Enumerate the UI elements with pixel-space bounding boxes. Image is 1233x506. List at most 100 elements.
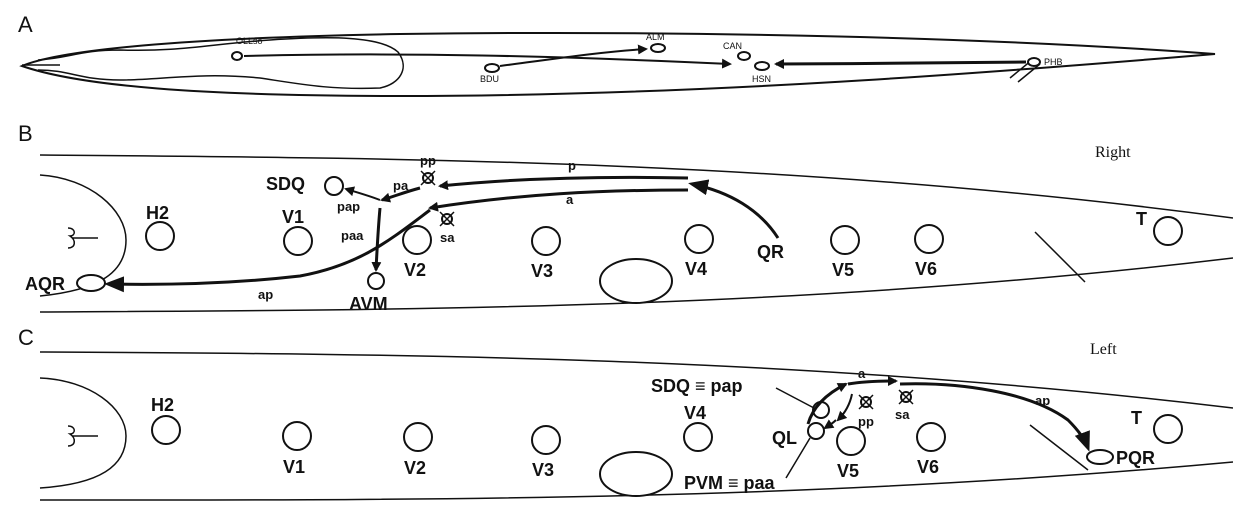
tail-cut-mark [1035,232,1085,282]
label-v5: V5 [837,461,859,481]
label-bdu: BDU [480,74,499,84]
label-h2: H2 [146,203,169,223]
label-can: CAN [723,41,742,51]
panel-a-letter: A [18,12,33,37]
nerve-ring-glyph [68,426,98,446]
label-hsn: HSN [752,74,771,84]
label-v4: V4 [685,259,707,279]
label-v5: V5 [832,260,854,280]
cell-avm [368,273,384,289]
cell-v5 [837,427,865,455]
label-v2: V2 [404,260,426,280]
lineage-label-p: p [568,158,576,173]
migration-path-pa [825,420,836,428]
label-avm: AVM [349,294,388,314]
cell-death-pp [421,171,435,185]
label-v4: V4 [684,403,706,423]
label-v6: V6 [915,259,937,279]
leader-line-sdq [776,388,814,408]
label-alm: ALM [646,32,665,42]
label-v1: V1 [282,207,304,227]
cell-pqr [1087,450,1113,464]
label-t: T [1136,209,1147,229]
lineage-label-a: a [858,366,866,381]
label-ql: QL [772,428,797,448]
body-top-outline [40,155,1233,218]
label-t: T [1131,408,1142,428]
label-v2: V2 [404,458,426,478]
cell-aqr [77,275,105,291]
label-v6: V6 [917,457,939,477]
migration-path-a [430,190,688,208]
label-aqr: AQR [25,274,65,294]
label-pqr: PQR [1116,448,1155,468]
cell-v2 [403,226,431,254]
lineage-label-sa: sa [440,230,455,245]
cell-v2 [404,423,432,451]
nerve-ring-glyph [68,228,98,248]
lineage-label-sa: sa [895,407,910,422]
lineage-label-ap: ap [1035,393,1050,408]
cell-v1 [283,422,311,450]
cell-v6 [917,423,945,451]
cell-v3 [532,426,560,454]
lineage-label-a: a [566,192,574,207]
lineage-label-ap: ap [258,287,273,302]
label-qr: QR [757,242,784,262]
cell-t [1154,415,1182,443]
gonad-primordium [600,452,672,496]
label-v1: V1 [283,457,305,477]
cell-hsn [755,62,769,70]
label-h2: H2 [151,395,174,415]
lineage-label-pp: pp [420,153,436,168]
cell-death-sa [899,390,913,404]
cell-can [738,52,750,60]
cell-pvm [808,423,824,439]
label-oll: OLLso [236,36,263,46]
gonad-primordium [600,259,672,303]
cell-death-pp [859,395,873,409]
cell-v1 [284,227,312,255]
cell-v5 [831,226,859,254]
cell-h2 [146,222,174,250]
lineage-label-pa: pa [393,178,409,193]
cell-oll [232,52,242,60]
side-label-left: Left [1090,341,1117,358]
migration-path-phb-to-hsn [776,62,1026,64]
panel-b-letter: B [18,121,33,146]
head-arc [40,378,126,488]
migration-path-pp [838,394,852,420]
migration-path-oll-to-can [244,54,730,64]
panel-c: C Left H2 V1 V2 V3 V4 V5 V6 T SDQ ≡ pap [18,325,1233,500]
migration-path-p [440,177,688,186]
label-phb: PHB [1044,57,1063,67]
cell-v6 [915,225,943,253]
lineage-label-pp: pp [858,414,874,429]
lineage-label-paa: paa [341,228,364,243]
tail-cut-mark [1018,64,1040,82]
cell-v3 [532,227,560,255]
panel-b: B Right H2 V1 V2 V3 V4 V5 V6 T SDQ [18,121,1233,314]
label-pvm: PVM ≡ paa [684,473,776,493]
panel-c-letter: C [18,325,34,350]
panel-a: A OLLso ALM CAN BDU HSN PHB [18,12,1215,96]
body-top-outline [40,352,1233,408]
cell-v4 [684,423,712,451]
cell-bdu [485,64,499,72]
label-sdq: SDQ [266,174,305,194]
cell-v4 [685,225,713,253]
cell-h2 [152,416,180,444]
cell-alm [651,44,665,52]
label-sdq: SDQ ≡ pap [651,376,743,396]
label-v3: V3 [532,460,554,480]
lineage-label-pap: pap [337,199,360,214]
migration-path-a [848,381,896,384]
side-label-right: Right [1095,144,1131,161]
label-v3: V3 [531,261,553,281]
cell-sdq [325,177,343,195]
cell-t [1154,217,1182,245]
migration-path-paa [376,208,380,270]
cell-death-sa [440,212,454,226]
cell-phb [1028,58,1040,66]
